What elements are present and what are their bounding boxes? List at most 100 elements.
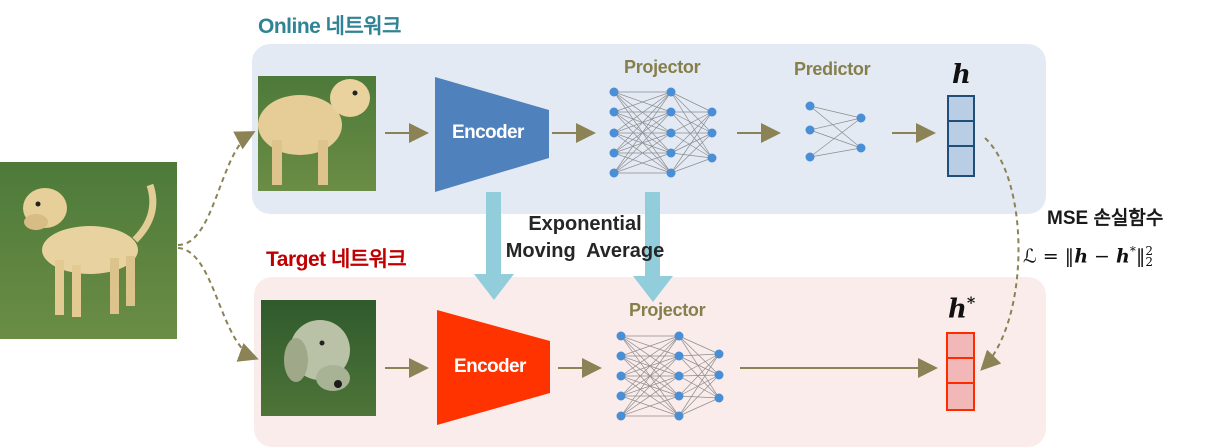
- online-projector-edge: [613, 132, 672, 174]
- online-predictor-edge: [809, 105, 862, 149]
- online-projector-edge: [670, 157, 713, 174]
- online-projector-edge: [613, 91, 672, 113]
- online-network-title: Online 네트워크: [258, 15, 401, 38]
- online-projector-edge: [670, 111, 713, 159]
- online-predictor-node: [856, 143, 866, 153]
- ema-label: Exponential Moving Average: [505, 211, 665, 265]
- online-predictor-edge: [809, 147, 862, 158]
- online-projector-node: [707, 128, 717, 138]
- target-projector-edge: [678, 335, 720, 355]
- target-output-symbol-star: *: [966, 293, 976, 312]
- target-projector-edge: [678, 355, 720, 376]
- target-projector-edge: [678, 395, 720, 399]
- loss-formula-sub: 2: [1145, 255, 1153, 270]
- online-projector-node: [666, 168, 676, 178]
- target-projector-edge: [678, 353, 720, 377]
- target-projector-edge: [620, 335, 680, 417]
- loss-formula-sup: 2: [1145, 244, 1153, 259]
- target-projector-edge: [620, 335, 680, 397]
- online-projector-edge: [670, 111, 713, 134]
- target-projector-edge: [678, 335, 720, 376]
- online-projector-edge: [670, 132, 713, 159]
- target-encoder-shape: [437, 310, 550, 425]
- online-projector-edge: [670, 152, 713, 159]
- target-projector-edge: [678, 374, 720, 417]
- target-projector-label: Projector: [629, 300, 706, 320]
- online-projector-node: [666, 87, 676, 97]
- online-projector-edge: [613, 152, 672, 174]
- online-predictor-edge: [809, 117, 862, 131]
- dashed-arrow-to-online: [177, 131, 256, 246]
- target-projector-node: [616, 331, 626, 341]
- online-projector-node: [609, 168, 619, 178]
- target-network-panel: [254, 277, 1046, 447]
- online-projector-label: Projector: [624, 57, 701, 77]
- target-augmented-image: [261, 300, 376, 416]
- target-projector-edge: [678, 375, 720, 399]
- online-projector-edge: [613, 91, 672, 134]
- online-projector-node: [609, 128, 619, 138]
- online-projector-edge: [670, 91, 713, 159]
- online-output-vector: [947, 95, 975, 177]
- target-projector-edge: [620, 375, 680, 417]
- target-projector-node: [714, 349, 724, 359]
- target-projector-edge: [620, 395, 680, 417]
- ema-label-line2: Moving Average: [505, 240, 665, 262]
- target-projector-node: [616, 351, 626, 361]
- online-projector-edge: [613, 91, 672, 174]
- target-projector-edge: [678, 353, 720, 417]
- online-predictor-node: [856, 113, 866, 123]
- online-projector-node: [666, 148, 676, 158]
- target-output-symbol: h*: [948, 293, 975, 325]
- target-network-title: Target 네트워크: [266, 248, 407, 271]
- loss-formula-close: ‖: [1135, 245, 1146, 268]
- online-projector-node: [609, 87, 619, 97]
- loss-title: MSE 손실함수: [1047, 208, 1164, 229]
- online-projector-edge: [670, 91, 713, 134]
- online-projector-edge: [670, 91, 713, 113]
- online-encoder-label: Encoder: [452, 122, 524, 143]
- online-predictor-label: Predictor: [794, 59, 871, 79]
- online-output-symbol: h: [952, 60, 971, 90]
- target-projector-node: [616, 391, 626, 401]
- online-encoder-shape: [435, 77, 549, 192]
- online-predictor-edge: [809, 105, 862, 119]
- target-projector-edge: [678, 397, 720, 417]
- loss-formula-h: h: [1074, 245, 1089, 268]
- target-projector-node: [674, 371, 684, 381]
- online-projector-node: [609, 148, 619, 158]
- online-projector-edge: [670, 132, 713, 174]
- online-projector-node: [707, 153, 717, 163]
- online-projector-network: [609, 87, 717, 178]
- online-predictor-network: [805, 101, 866, 162]
- target-projector-edge: [678, 353, 720, 397]
- online-predictor-edge: [809, 129, 862, 149]
- online-projector-edge: [613, 111, 672, 174]
- target-projector-edge: [620, 335, 680, 377]
- loss-formula-lhs: ℒ = ‖: [1023, 245, 1075, 268]
- target-projector-node: [674, 391, 684, 401]
- target-encoder-label: Encoder: [454, 356, 526, 377]
- loss-formula-star: *: [1129, 244, 1136, 258]
- online-projector-node: [666, 107, 676, 117]
- online-projector-node: [666, 128, 676, 138]
- online-projector-node: [609, 107, 619, 117]
- online-projector-edge: [613, 91, 672, 154]
- dashed-arrow-to-target: [177, 247, 259, 362]
- online-predictor-edge: [809, 117, 862, 158]
- target-projector-node: [616, 371, 626, 381]
- target-projector-node: [616, 411, 626, 421]
- target-output-symbol-h: h: [948, 294, 967, 325]
- target-projector-node: [674, 411, 684, 421]
- target-projector-edge: [678, 335, 720, 399]
- ema-arrows: [474, 192, 673, 302]
- online-projector-edge: [670, 111, 713, 174]
- target-projector-node: [674, 331, 684, 341]
- loss-formula-minus: −: [1088, 245, 1117, 268]
- target-projector-edge: [678, 355, 720, 399]
- target-projector-node: [674, 351, 684, 361]
- target-projector-node: [714, 393, 724, 403]
- target-projector-edge: [620, 335, 680, 357]
